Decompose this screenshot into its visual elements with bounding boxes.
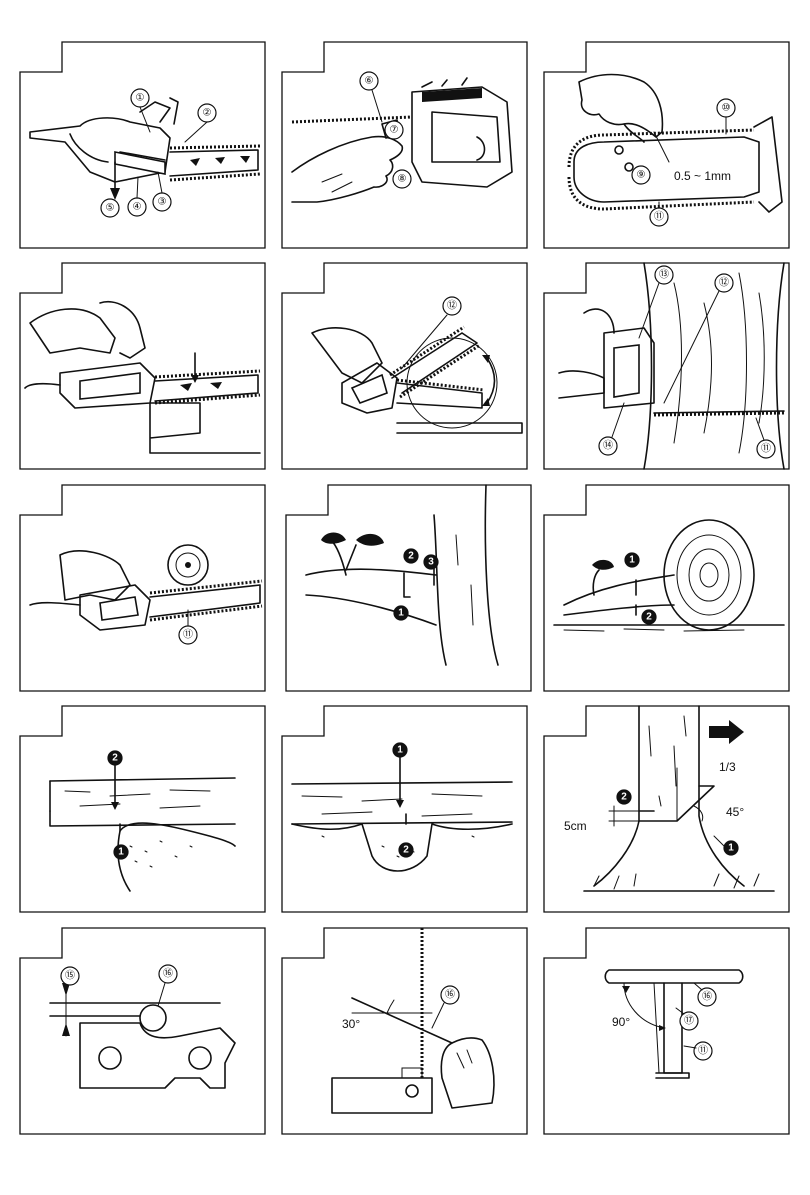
label-11b: ⑪ (757, 440, 775, 458)
label-13: ⑬ (655, 266, 673, 284)
svg-text:⑰: ⑰ (684, 1015, 694, 1027)
label-12b: ⑫ (715, 274, 733, 292)
chain-slack-measurement: 0.5 ~ 1mm (674, 169, 731, 183)
svg-text:⑭: ⑭ (603, 440, 613, 452)
panel-file-angle: 30° ⑯ (282, 928, 527, 1134)
panel-limbing-branch: 1 2 3 (286, 485, 531, 691)
svg-text:⑫: ⑫ (447, 300, 457, 312)
label-8: ⑧ (393, 170, 411, 188)
svg-text:2: 2 (621, 792, 627, 803)
panel-log-cut-top: 2 1 (20, 706, 265, 912)
guide-angle-label: 90° (612, 1015, 630, 1029)
svg-text:④: ④ (133, 202, 142, 213)
svg-text:⑫: ⑫ (719, 277, 729, 289)
label-5: ⑤ (101, 199, 119, 217)
label-9: ⑨ (632, 166, 650, 184)
svg-text:②: ② (203, 108, 212, 119)
panel-bar-angle: ⑫ (282, 263, 527, 469)
svg-text:⑯: ⑯ (445, 989, 455, 1001)
panel-felling-tree: 1/3 45° 5cm 2 1 (544, 706, 789, 912)
label-16c: ⑯ (698, 988, 716, 1006)
label-2: ② (198, 104, 216, 122)
svg-text:1: 1 (398, 608, 404, 619)
label-6: ⑥ (360, 72, 378, 90)
panel-cutter-tooth: ⑮ ⑯ (20, 928, 265, 1134)
panel-chain-tension: ① ② ③ ④ ⑤ (20, 42, 265, 248)
mark-1: 1 (394, 606, 408, 620)
panel-file-guide-90: 90° ⑯ ⑰ ⑪ (544, 928, 789, 1134)
label-3: ③ (153, 193, 171, 211)
svg-text:1: 1 (118, 847, 124, 858)
panel-chain-slack: 0.5 ~ 1mm ⑨ ⑩ ⑪ (544, 42, 789, 248)
label-7: ⑦ (385, 121, 403, 139)
label-10: ⑩ (717, 99, 735, 117)
svg-text:⑩: ⑩ (722, 103, 731, 114)
label-11d: ⑪ (694, 1042, 712, 1060)
panel-bar-mounting: ⑥ ⑦ ⑧ (282, 42, 527, 248)
mark-2c: 2 (108, 751, 122, 765)
mark-1d: 1 (393, 743, 407, 757)
label-1: ① (131, 89, 149, 107)
svg-text:⑪: ⑪ (698, 1045, 708, 1057)
svg-text:2: 2 (408, 551, 414, 562)
panel-cutting-on-ground: 1 2 (544, 485, 789, 691)
svg-text:2: 2 (112, 753, 118, 764)
label-15: ⑮ (61, 967, 79, 985)
height-label: 5cm (564, 819, 587, 833)
svg-text:⑪: ⑪ (183, 629, 193, 641)
svg-text:2: 2 (403, 845, 409, 856)
svg-text:1: 1 (397, 745, 403, 756)
mark-3: 3 (424, 555, 438, 569)
svg-text:⑥: ⑥ (365, 76, 374, 87)
panel-log-cut-bottom: 1 2 (282, 706, 527, 912)
mark-2d: 2 (399, 843, 413, 857)
svg-text:⑯: ⑯ (702, 991, 712, 1003)
svg-text:⑨: ⑨ (637, 170, 646, 181)
label-12: ⑫ (443, 297, 461, 315)
svg-text:①: ① (136, 93, 145, 104)
label-16: ⑯ (159, 965, 177, 983)
svg-text:⑪: ⑪ (654, 211, 664, 223)
mark-1e: 1 (724, 841, 738, 855)
svg-text:⑯: ⑯ (163, 968, 173, 980)
label-17: ⑰ (680, 1012, 698, 1030)
svg-text:1: 1 (629, 555, 635, 566)
fraction-label: 1/3 (719, 760, 736, 774)
label-4: ④ (128, 198, 146, 216)
svg-text:⑦: ⑦ (390, 125, 399, 136)
svg-text:3: 3 (428, 557, 434, 568)
svg-text:⑬: ⑬ (659, 269, 669, 281)
mark-2e: 2 (617, 790, 631, 804)
label-11c: ⑪ (179, 626, 197, 644)
mark-1b: 1 (625, 553, 639, 567)
label-16b: ⑯ (441, 986, 459, 1004)
svg-text:⑤: ⑤ (106, 203, 115, 214)
svg-text:2: 2 (646, 612, 652, 623)
svg-text:1: 1 (728, 843, 734, 854)
panel-cutting-log: ⑪ (20, 485, 265, 691)
mark-1c: 1 (114, 845, 128, 859)
mark-2: 2 (404, 549, 418, 563)
svg-text:③: ③ (158, 197, 167, 208)
label-14: ⑭ (599, 437, 617, 455)
mark-2b: 2 (642, 610, 656, 624)
panel-holding-saw (20, 263, 265, 469)
svg-text:⑮: ⑮ (65, 970, 75, 982)
angle-label: 45° (726, 805, 744, 819)
file-angle-label: 30° (342, 1017, 360, 1031)
panel-cutting-trunk: ⑬ ⑫ ⑭ ⑪ (544, 263, 789, 469)
svg-text:⑧: ⑧ (398, 174, 407, 185)
svg-text:⑪: ⑪ (761, 443, 771, 455)
label-11: ⑪ (650, 208, 668, 226)
